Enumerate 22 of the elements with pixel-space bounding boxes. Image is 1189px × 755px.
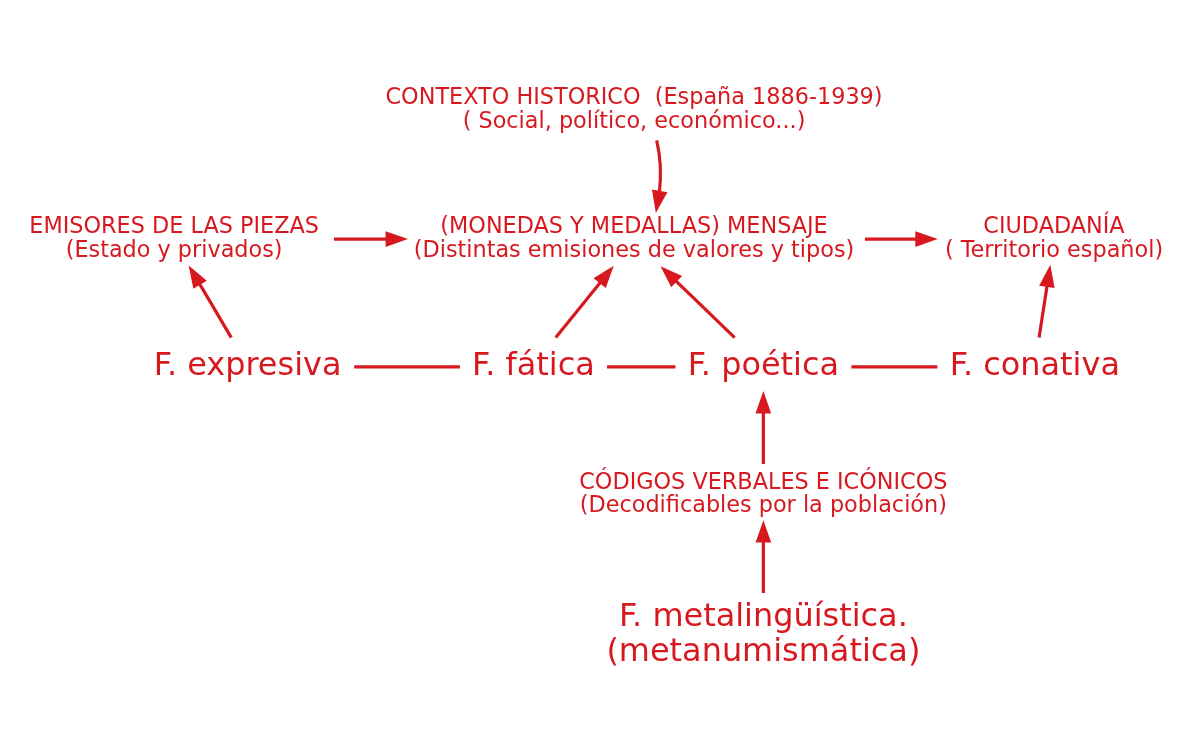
node-text: CIUDADANÍA ( Territorio español) <box>944 211 1164 262</box>
arrow <box>334 230 408 247</box>
arrow <box>651 139 668 213</box>
arrow <box>864 230 938 247</box>
node-text: F. conativa <box>949 344 1120 383</box>
connector <box>607 364 676 368</box>
node-text: (MONEDAS Y MEDALLAS) MENSAJE (Distintas emisiones de valores y tipos) <box>413 211 855 262</box>
node-text: F. poética <box>687 344 840 383</box>
arrow <box>755 390 772 464</box>
connector <box>354 364 460 368</box>
arrow <box>188 264 233 338</box>
connector <box>851 364 938 368</box>
node-text: EMISORES DE LAS PIEZAS (Estado y privados) <box>29 211 319 262</box>
node-text: CONTEXTO HISTORICO (España 1886-1939) ( Social, político, económico...) <box>385 82 883 133</box>
arrow <box>660 265 736 339</box>
arrow <box>755 519 772 593</box>
node-text: F. fática <box>472 344 595 383</box>
arrow <box>554 265 614 339</box>
node-text: CÓDIGOS VERBALES E ICÓNICOS (Decodificables por la población) <box>579 467 948 517</box>
node-text: F. expresiva <box>153 344 342 383</box>
arrow <box>1037 264 1055 338</box>
node-text: F. metalingüística. (metanumismática) <box>606 595 921 669</box>
